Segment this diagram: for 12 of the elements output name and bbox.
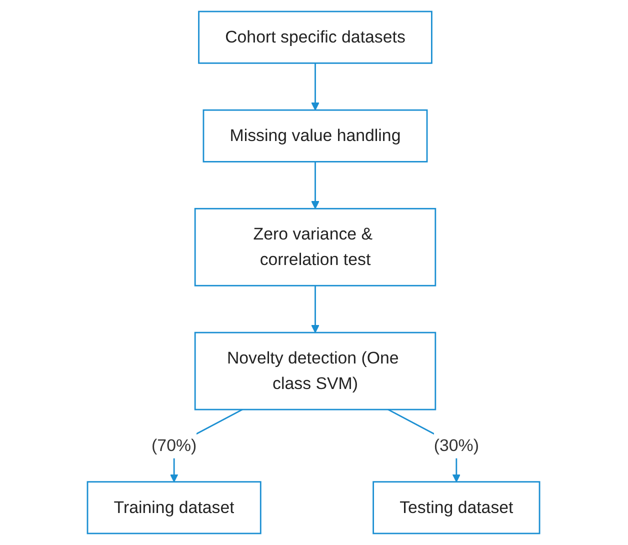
- node-box: [87, 481, 262, 534]
- arrow: [312, 63, 320, 110]
- node-box: [203, 109, 428, 162]
- flowchart: (70%) (30%) Cohort specific datasets Missing value handling Zero variance & correlation test Novelty detection (One class SVM) Training dataset Testing dataset: [80, 4, 548, 541]
- arrow: [312, 286, 320, 333]
- node-box: [194, 332, 437, 410]
- node-box: [194, 208, 437, 286]
- edge-label: (70%): [152, 436, 198, 455]
- edge-label: (30%): [434, 436, 480, 455]
- node-box: [373, 481, 541, 534]
- node-box: [198, 10, 433, 64]
- arrow: [312, 162, 320, 210]
